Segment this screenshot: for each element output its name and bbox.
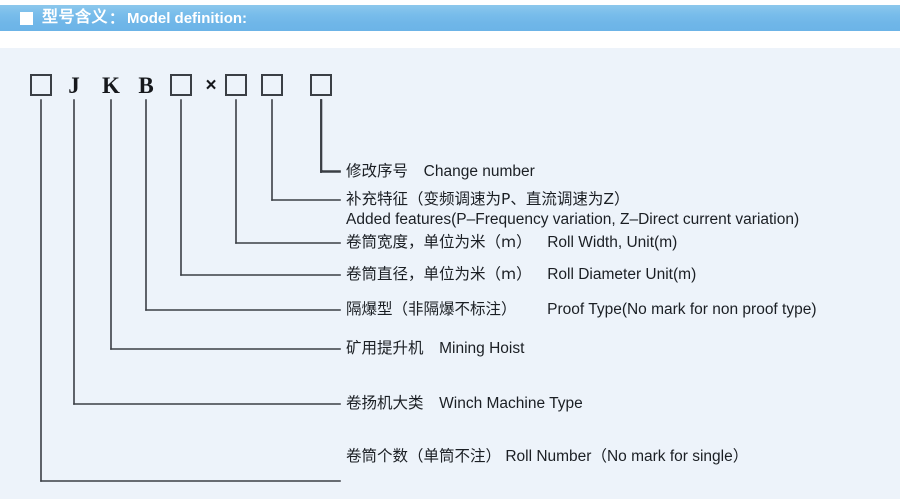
diagram-panel: J K B ×	[0, 48, 900, 499]
code-letter-text: B	[138, 72, 154, 98]
legend-label-en: Roll Number（No mark for single）	[505, 448, 749, 465]
model-code-row: J K B ×	[0, 48, 900, 108]
code-box-roll-width	[261, 73, 283, 97]
legend-item-change-number: 修改序号 Change number	[346, 162, 535, 181]
legend-label-cn: 补充特征（变频调速为P、直流调速为Z）	[346, 190, 630, 208]
legend-label-en: Winch Machine Type	[439, 395, 583, 412]
code-letter-text: J	[68, 72, 80, 98]
legend-label-en: Roll Width, Unit(m)	[547, 234, 678, 251]
legend-item-proof-type: 隔爆型（非隔爆不标注） Proof Type(No mark for non p…	[346, 300, 817, 319]
legend-label-cn: 卷筒直径，单位为米（m）	[346, 265, 532, 283]
code-box-proof-type	[170, 73, 192, 97]
legend-label-en2: Added features(P–Frequency variation, Z–…	[346, 211, 800, 228]
leader-lines-group	[40, 99, 341, 482]
code-box-shape	[225, 74, 247, 96]
code-letter-j: J	[63, 73, 85, 97]
legend-item-winch-machine-type: 卷扬机大类 Winch Machine Type	[346, 394, 583, 413]
legend-label-cn: 卷筒宽度，单位为米（m）	[346, 233, 532, 251]
header-title-cn: 型号含义	[42, 9, 109, 26]
legend-label-en: Roll Diameter Unit(m)	[547, 266, 697, 283]
code-box-roll-diameter	[225, 73, 247, 97]
legend-label-cn: 隔爆型（非隔爆不标注）	[346, 300, 517, 318]
code-box-change-number	[310, 73, 332, 97]
legend-item-added-features: 补充特征（变频调速为P、直流调速为Z） Added features(P–Fre…	[346, 190, 799, 229]
leader-change-number	[320, 99, 341, 172]
section-header-bar: 型号含义 ： Model definition:	[0, 5, 900, 31]
legend-label-en: Change number	[423, 163, 535, 180]
legend-label-en: Proof Type(No mark for non proof type)	[547, 301, 817, 318]
code-box-shape	[261, 74, 283, 96]
code-box-shape	[310, 74, 332, 96]
legend-item-roll-width: 卷筒宽度，单位为米（m） Roll Width, Unit(m)	[346, 233, 677, 252]
code-box-shape	[170, 74, 192, 96]
legend-label-cn: 卷筒个数（单筒不注）	[346, 447, 502, 465]
square-bullet-icon	[20, 11, 33, 25]
code-letter-text: K	[102, 72, 120, 98]
legend-label-cn: 修改序号	[346, 162, 409, 180]
header-colon: ：	[109, 9, 125, 27]
code-multiply-symbol: ×	[201, 73, 221, 97]
legend-item-roll-number: 卷筒个数（单筒不注） Roll Number（No mark for singl…	[346, 447, 748, 466]
legend-label-cn: 卷扬机大类	[346, 394, 424, 412]
multiply-glyph: ×	[205, 74, 217, 96]
code-box-shape	[30, 74, 52, 96]
code-letter-k: K	[100, 73, 122, 97]
code-letter-b: B	[135, 73, 157, 97]
legend-label-en: Mining Hoist	[439, 340, 525, 357]
legend-label-cn: 矿用提升机	[346, 339, 424, 357]
legend-item-mining-hoist: 矿用提升机 Mining Hoist	[346, 339, 524, 358]
header-title-en: Model definition:	[127, 9, 248, 27]
code-box-roll-number	[30, 73, 52, 97]
legend-item-roll-diameter: 卷筒直径，单位为米（m） Roll Diameter Unit(m)	[346, 265, 696, 284]
